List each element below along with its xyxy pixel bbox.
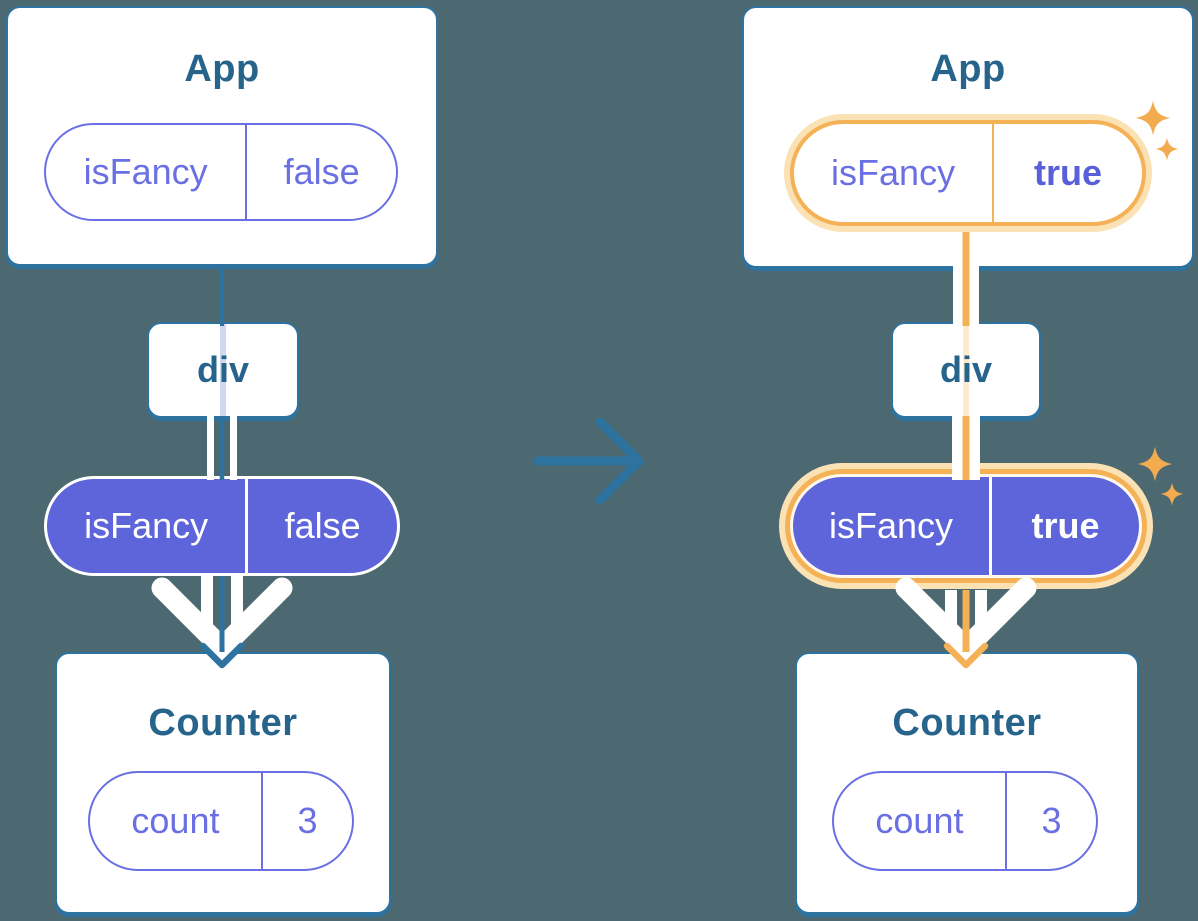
prop-value: false (284, 505, 361, 546)
left-app-title: App (184, 48, 260, 90)
left-count-pill: count 3 (88, 771, 354, 871)
state-value: true (1034, 152, 1103, 193)
transition-arrow-icon (533, 417, 644, 505)
prop-sparkles (1137, 446, 1184, 506)
left-prop-pill: isFancy false (44, 476, 400, 576)
left-counter-card: Counter count 3 (55, 652, 391, 914)
right-prop-pill: isFancy true (790, 474, 1142, 578)
state-value: false (283, 151, 360, 192)
state-key: isFancy (46, 125, 248, 219)
prop-key: isFancy (47, 479, 249, 573)
state-key: isFancy (794, 124, 995, 222)
right-white-arrowhead-icon (895, 577, 1037, 659)
count-value: 3 (1041, 800, 1062, 841)
right-app-card: App isFancy true (742, 6, 1194, 268)
arrow-head (595, 417, 644, 505)
count-key: count (834, 773, 1007, 869)
left-div-passthrough-line (220, 324, 226, 416)
right-count-pill: count 3 (832, 771, 1098, 871)
right-counter-card: Counter count 3 (795, 652, 1139, 914)
left-app-card: App isFancy false (6, 6, 438, 266)
right-div-card: div (891, 322, 1041, 418)
right-app-title: App (930, 48, 1006, 90)
right-counter-title: Counter (892, 702, 1042, 744)
left-counter-title: Counter (148, 702, 298, 744)
sparkle-icon (1160, 482, 1184, 506)
sparkle-icon (1137, 446, 1173, 482)
prop-key: isFancy (793, 477, 992, 575)
prop-value: true (1031, 505, 1100, 546)
count-key: count (90, 773, 263, 869)
right-connectors (895, 232, 1037, 669)
left-white-arrowhead-icon (151, 577, 293, 659)
left-app-state-pill: isFancy false (44, 123, 398, 221)
right-div-label: div (939, 349, 992, 390)
right-div-passthrough-line (963, 324, 969, 416)
left-div-card: div (147, 322, 299, 418)
left-div-label: div (196, 349, 249, 390)
count-value: 3 (297, 800, 318, 841)
right-app-state-pill: isFancy true (790, 120, 1146, 226)
